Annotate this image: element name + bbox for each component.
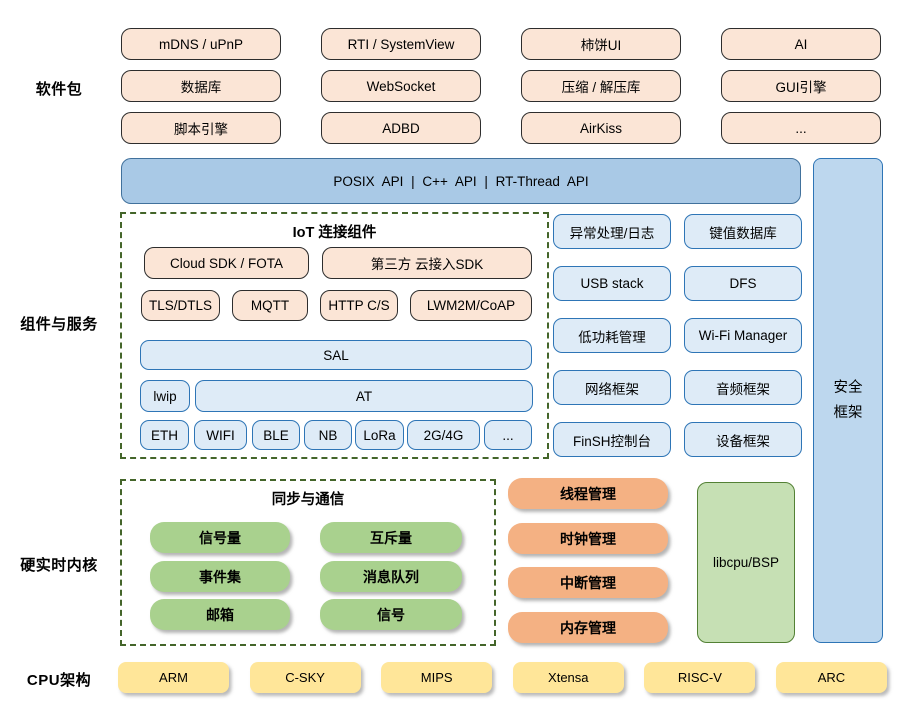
lwip-box: lwip bbox=[140, 380, 190, 412]
security-framework-box: 安全 框架 bbox=[813, 158, 883, 643]
sal-box: SAL bbox=[140, 340, 532, 370]
pkg-database: 数据库 bbox=[121, 70, 281, 102]
kernel-mailbox-box: 邮箱 bbox=[150, 599, 290, 630]
pkg-script-engine: 脚本引擎 bbox=[121, 112, 281, 144]
api-layer-bar: POSIX API | C++ API | RT-Thread API bbox=[121, 158, 801, 204]
pkg-airkiss: AirKiss bbox=[521, 112, 681, 144]
pkg-more: ... bbox=[721, 112, 881, 144]
kernel-message-queue-box: 消息队列 bbox=[320, 561, 462, 592]
section-label-cpu-arch: CPU架构 bbox=[26, 672, 92, 689]
link-2g4g-box: 2G/4G bbox=[407, 420, 480, 450]
svc-dfs-box: DFS bbox=[684, 266, 802, 301]
cpu-arch-csky: C-SKY bbox=[249, 662, 361, 693]
svc-low-power-box: 低功耗管理 bbox=[553, 318, 671, 353]
pkg-rti-systemview: RTI / SystemView bbox=[321, 28, 481, 60]
pkg-mdns-upnp: mDNS / uPnP bbox=[121, 28, 281, 60]
kernel-semaphore-box: 信号量 bbox=[150, 522, 290, 553]
cpu-arch-xtensa: Xtensa bbox=[512, 662, 624, 693]
at-box: AT bbox=[195, 380, 533, 412]
pkg-compression: 压缩 / 解压库 bbox=[521, 70, 681, 102]
protocol-tls-dtls-box: TLS/DTLS bbox=[141, 290, 220, 321]
svc-exception-log-box: 异常处理/日志 bbox=[553, 214, 671, 249]
svc-usb-stack-box: USB stack bbox=[553, 266, 671, 301]
sync-group-title: 同步与通信 bbox=[271, 492, 345, 508]
section-label-software-packages: 软件包 bbox=[35, 81, 83, 98]
kernel-event-set-box: 事件集 bbox=[150, 561, 290, 592]
pkg-adbd: ADBD bbox=[321, 112, 481, 144]
svc-network-framework-box: 网络框架 bbox=[553, 370, 671, 405]
svc-wifi-manager-box: Wi-Fi Manager bbox=[684, 318, 802, 353]
cpu-arch-riscv: RISC-V bbox=[644, 662, 756, 693]
protocol-http-cs-box: HTTP C/S bbox=[320, 290, 398, 321]
kernel-thread-mgmt-box: 线程管理 bbox=[508, 478, 668, 509]
pkg-websocket: WebSocket bbox=[321, 70, 481, 102]
iot-connectivity-group: IoT 连接组件 Cloud SDK / FOTA 第三方 云接入SDK TLS… bbox=[120, 212, 549, 459]
svc-audio-framework-box: 音频框架 bbox=[684, 370, 802, 405]
kernel-mutex-box: 互斥量 bbox=[320, 522, 462, 553]
pkg-ai: AI bbox=[721, 28, 881, 60]
link-wifi-box: WIFI bbox=[194, 420, 247, 450]
iot-group-title: IoT 连接组件 bbox=[292, 225, 377, 241]
kernel-signal-box: 信号 bbox=[320, 599, 462, 630]
link-more-box: ... bbox=[484, 420, 532, 450]
section-label-components-services: 组件与服务 bbox=[20, 316, 98, 333]
protocol-mqtt-box: MQTT bbox=[232, 290, 308, 321]
iot-third-party-cloud-sdk-box: 第三方 云接入SDK bbox=[322, 247, 532, 279]
cpu-arch-arc: ARC bbox=[775, 662, 887, 693]
cpu-arch-mips: MIPS bbox=[381, 662, 493, 693]
svc-device-framework-box: 设备框架 bbox=[684, 422, 802, 457]
kernel-memory-mgmt-box: 内存管理 bbox=[508, 612, 668, 643]
svc-kv-database-box: 键值数据库 bbox=[684, 214, 802, 249]
sync-communication-group: 同步与通信 信号量 互斥量 事件集 消息队列 邮箱 信号 bbox=[120, 479, 496, 646]
protocol-lwm2m-coap-box: LWM2M/CoAP bbox=[410, 290, 532, 321]
libcpu-bsp-box: libcpu/BSP bbox=[697, 482, 795, 643]
section-label-hard-realtime-kernel: 硬实时内核 bbox=[20, 557, 98, 574]
pkg-gui-engine: GUI引擎 bbox=[721, 70, 881, 102]
svc-finsh-console-box: FinSH控制台 bbox=[553, 422, 671, 457]
iot-cloud-sdk-fota-box: Cloud SDK / FOTA bbox=[144, 247, 309, 279]
pkg-persimmon-ui: 柿饼UI bbox=[521, 28, 681, 60]
link-nb-box: NB bbox=[304, 420, 352, 450]
software-packages-grid: mDNS / uPnP RTI / SystemView 柿饼UI AI 数据库… bbox=[121, 28, 881, 144]
link-ble-box: BLE bbox=[252, 420, 300, 450]
cpu-arch-row: ARM C-SKY MIPS Xtensa RISC-V ARC bbox=[118, 662, 887, 693]
kernel-interrupt-mgmt-box: 中断管理 bbox=[508, 567, 668, 598]
security-framework-line1: 安全 bbox=[833, 379, 863, 396]
kernel-clock-mgmt-box: 时钟管理 bbox=[508, 523, 668, 554]
link-lora-box: LoRa bbox=[355, 420, 404, 450]
cpu-arch-arm: ARM bbox=[118, 662, 229, 693]
services-grid: 异常处理/日志 键值数据库 USB stack DFS 低功耗管理 Wi-Fi … bbox=[553, 214, 802, 457]
link-eth-box: ETH bbox=[140, 420, 189, 450]
security-framework-line2: 框架 bbox=[833, 404, 863, 421]
